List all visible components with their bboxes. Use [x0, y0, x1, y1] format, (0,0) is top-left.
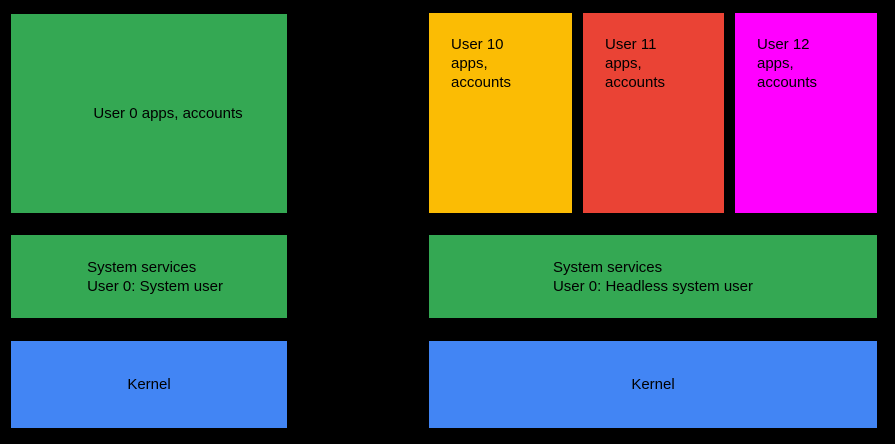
system-services-headless-label: System services User 0: Headless system …	[552, 258, 754, 295]
user-11-apps-box: User 11 apps, accounts	[583, 13, 724, 213]
system-services-headless-box: System services User 0: Headless system …	[429, 235, 877, 318]
user-10-apps-label: User 10 apps, accounts	[451, 36, 512, 91]
user-11-apps-label: User 11 apps, accounts	[605, 36, 666, 91]
kernel-single-user-label: Kernel	[127, 376, 171, 393]
kernel-single-user-box: Kernel	[11, 341, 287, 428]
user-10-apps-box: User 10 apps, accounts	[429, 13, 572, 213]
user-12-apps-box: User 12 apps, accounts	[735, 13, 877, 213]
system-services-single-user-label: System services User 0: System user	[87, 258, 223, 295]
user-0-apps-box: User 0 apps, accounts	[11, 14, 287, 213]
user-12-apps-label: User 12 apps, accounts	[757, 36, 818, 91]
kernel-headless-label: Kernel	[631, 376, 675, 393]
user-0-apps-label: User 0 apps, accounts	[93, 105, 243, 122]
kernel-headless-box: Kernel	[429, 341, 877, 428]
system-services-single-user-box: System services User 0: System user	[11, 235, 287, 318]
